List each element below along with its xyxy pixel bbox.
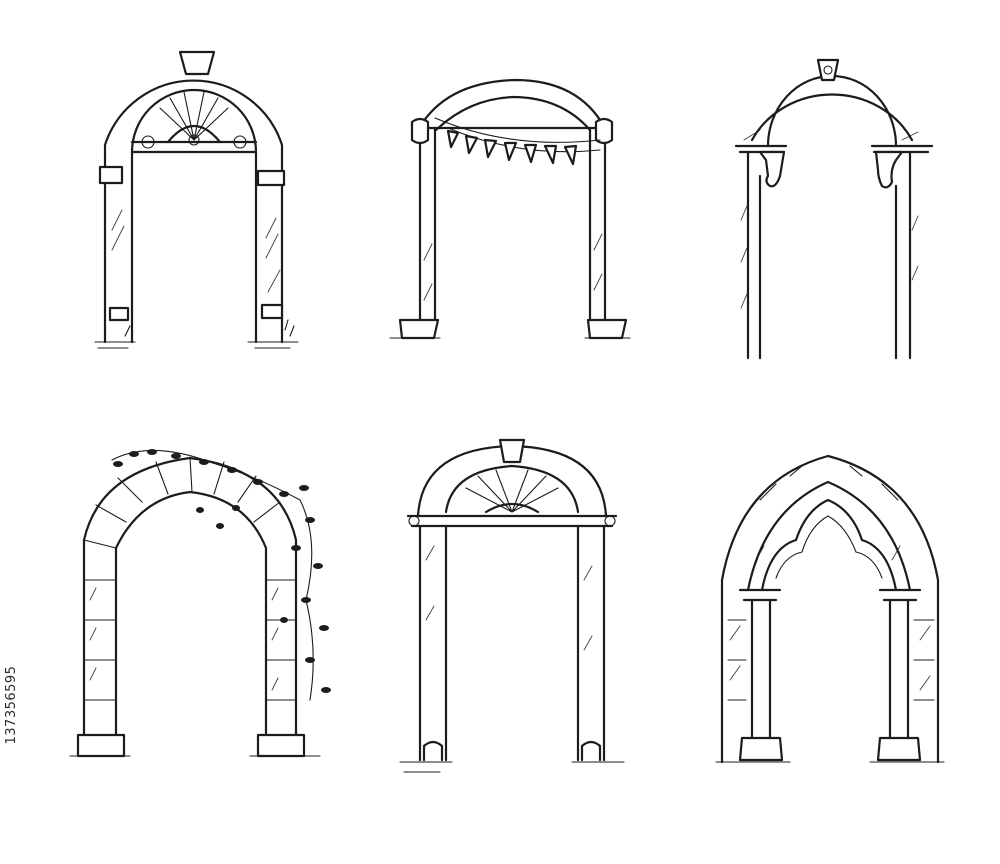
gothic-arch-icon xyxy=(715,454,945,764)
round-arch-fanlight-icon xyxy=(94,50,299,349)
console-arch-icon xyxy=(734,58,934,360)
ivy-stone-arch-icon xyxy=(69,449,331,758)
bunting-arch-icon xyxy=(389,78,631,340)
stock-id-label: 137356595 xyxy=(4,665,19,745)
doric-fanlight-arch-icon xyxy=(399,438,625,773)
